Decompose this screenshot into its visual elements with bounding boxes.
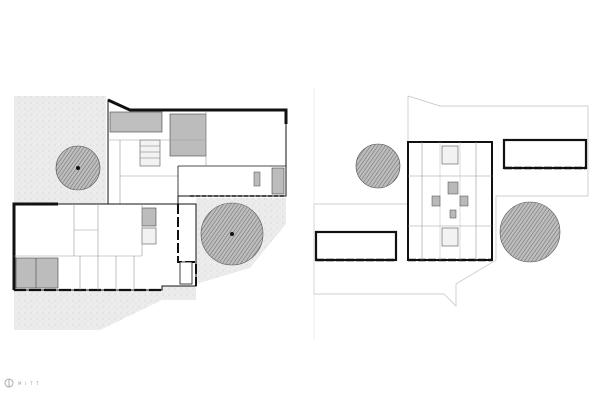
tree-canopy-icon [499, 201, 561, 263]
plan-upper-floor [313, 88, 589, 340]
north-wing-thick-wall [107, 98, 288, 124]
pavilion-west [314, 230, 398, 262]
core-upper-3 [459, 195, 469, 207]
south-wing-thick-wall [12, 202, 58, 290]
logo-text: M I T T [18, 380, 40, 386]
grey-room-small [253, 171, 261, 187]
north-arrow-icon [4, 378, 14, 388]
stair-upper-north [441, 145, 459, 165]
core-upper-2 [431, 195, 441, 207]
stair-upper-south [441, 227, 459, 247]
service-core-1 [109, 111, 163, 133]
tree-canopy-icon [355, 143, 401, 189]
pavilion-east [502, 138, 588, 170]
service-core-south [141, 207, 157, 227]
tree-trunk [76, 166, 80, 170]
stair-south [141, 227, 157, 245]
landscape-area-west [14, 96, 106, 204]
core-upper-1 [447, 181, 459, 195]
grey-room-east [271, 167, 285, 195]
landscape-area-south [162, 284, 196, 300]
service-core-2 [169, 113, 207, 157]
logo: M I T T [4, 378, 40, 388]
stair-north [139, 139, 161, 167]
tree-trunk [230, 232, 234, 236]
grey-room-southwest [15, 257, 59, 289]
plan-ground-floor [12, 96, 288, 330]
landscape-area-southwest [14, 286, 162, 330]
